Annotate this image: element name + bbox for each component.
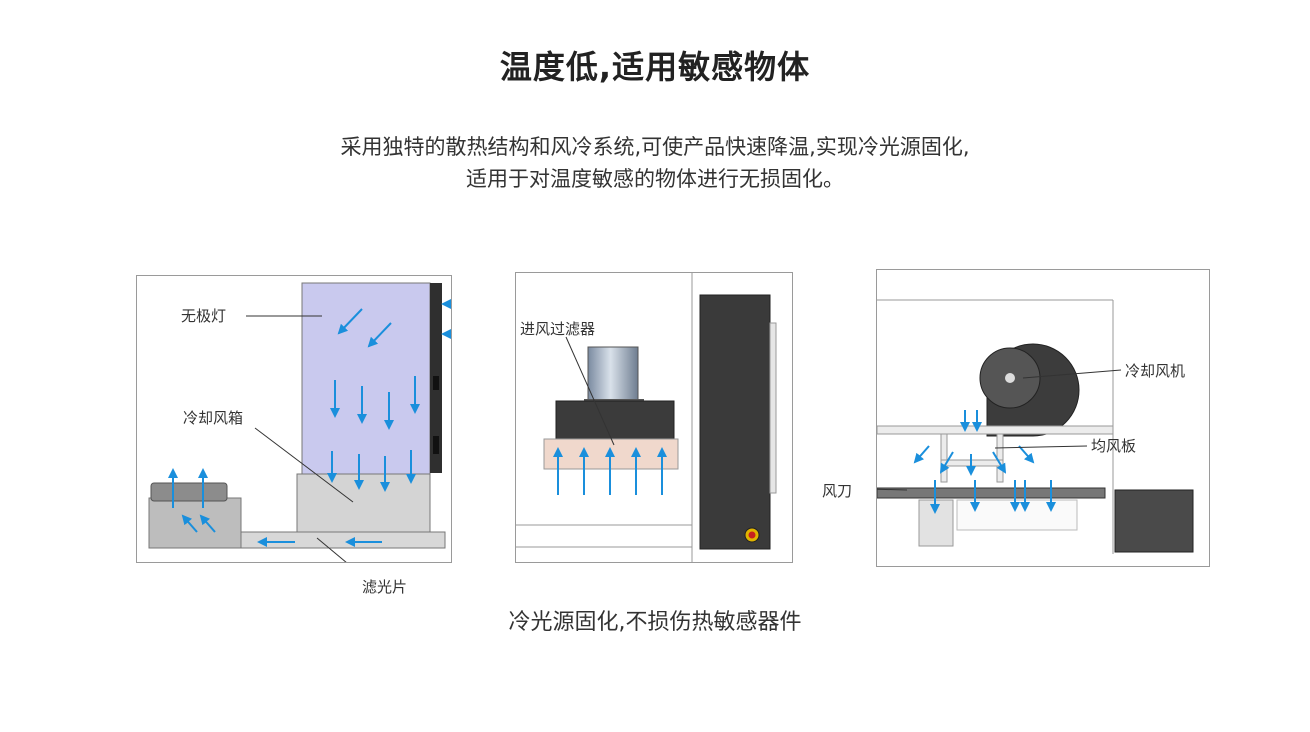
lamp-body <box>301 282 431 476</box>
subtitle-line-2: 适用于对温度敏感的物体进行无损固化。 <box>466 167 844 191</box>
side-box <box>148 497 242 549</box>
label-filter: 滤光片 <box>362 578 408 596</box>
cooling-box <box>296 473 431 533</box>
diagram-intake-filter: 进风过滤器 <box>515 272 793 563</box>
fan-motor <box>587 346 639 404</box>
base-plate <box>238 531 446 549</box>
side-cylinder <box>150 482 228 502</box>
intake-filter-illustration: 进风过滤器 <box>516 273 777 562</box>
label-intake-filter: 进风过滤器 <box>520 320 595 338</box>
page-subtitle: 采用独特的散热结构和风冷系统,可使产品快速降温,实现冷光源固化, 适用于对温度敏… <box>0 131 1310 195</box>
leader-lines <box>246 315 354 562</box>
caption: 冷光源固化,不损伤热敏感器件 <box>508 610 802 635</box>
label-cooling-box: 冷却风箱 <box>183 409 243 427</box>
subtitle-line-1: 采用独特的散热结构和风冷系统,可使产品快速降温,实现冷光源固化, <box>340 135 970 159</box>
page-title: 温度低,适用敏感物体 <box>499 48 811 86</box>
label-air-knife: 风刀 <box>822 482 853 500</box>
label-air-plate: 均风板 <box>1091 437 1136 455</box>
airflow-arrows <box>913 410 1056 514</box>
cooling-fan-illustration: 冷却风机 均风板 <box>877 299 1194 554</box>
side-unit <box>1114 489 1194 553</box>
diagram-cooling-fan: 冷却风机 均风板 <box>876 269 1210 567</box>
label-lamp: 无极灯 <box>181 307 226 325</box>
control-panel <box>699 294 771 550</box>
air-distribution-plate <box>877 425 1114 435</box>
air-knife-bar <box>877 487 1106 499</box>
airflow-arrows <box>168 299 451 547</box>
label-cooling-fan: 冷却风机 <box>1125 362 1185 380</box>
lamp-cooling-illustration: 无极灯 冷却风箱 <box>148 282 451 562</box>
leader-lines <box>877 369 1122 491</box>
intake-arrows <box>553 447 667 495</box>
diagram-lamp-cooling: 无极灯 冷却风箱 <box>136 275 452 563</box>
fan-housing <box>555 400 675 440</box>
